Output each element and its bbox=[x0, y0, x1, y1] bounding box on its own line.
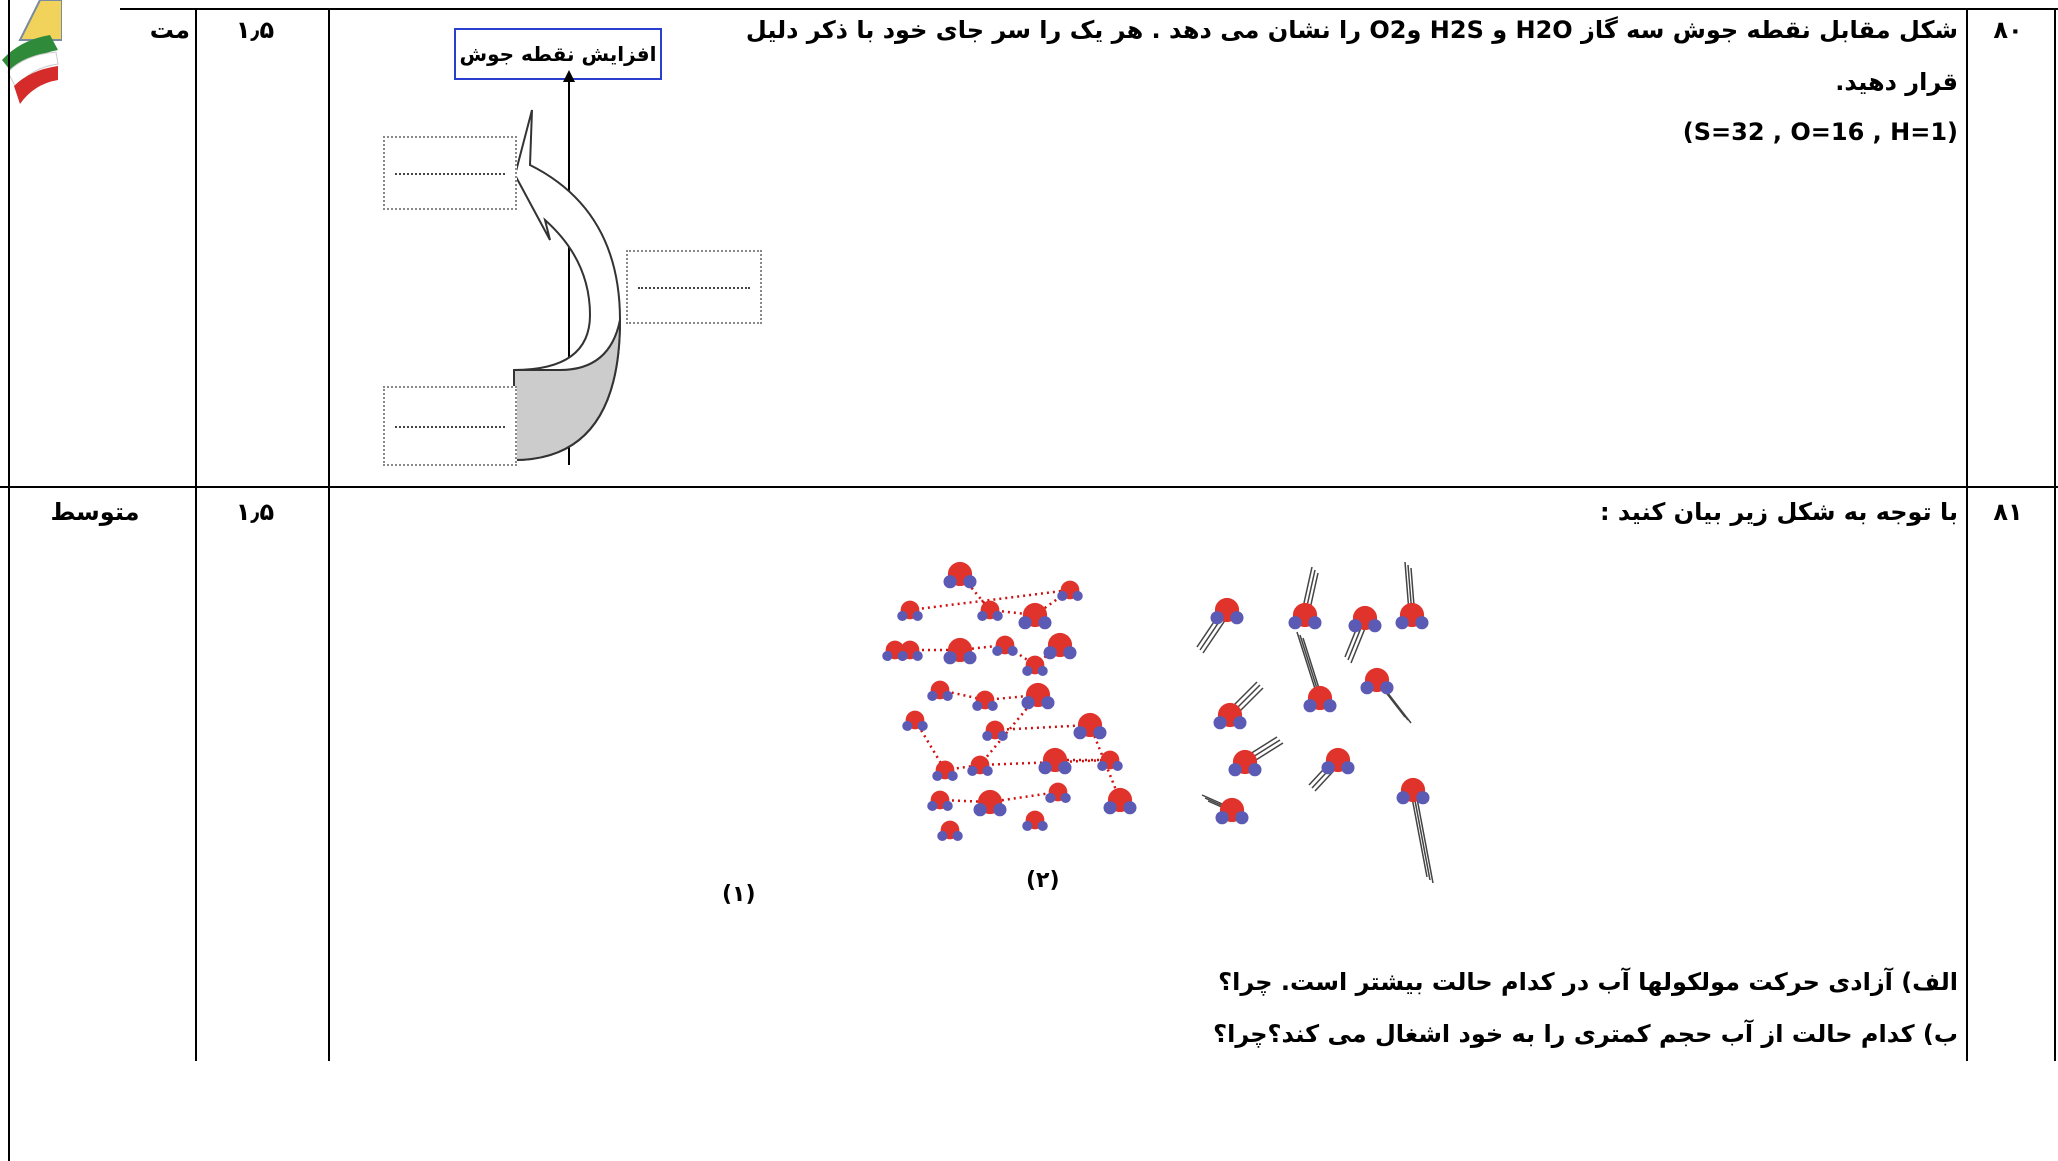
water-molecule bbox=[1210, 597, 1244, 625]
hydrogen-bond bbox=[939, 798, 991, 804]
motion-trail bbox=[1415, 792, 1434, 884]
answer-blank-box[interactable] bbox=[383, 386, 517, 466]
school-logo-icon bbox=[2, 0, 62, 108]
water-molecule bbox=[972, 690, 998, 712]
water-molecule bbox=[1288, 602, 1322, 630]
water-molecule bbox=[1395, 602, 1429, 630]
water-molecule bbox=[1057, 580, 1083, 602]
boiling-point-diagram bbox=[513, 70, 622, 465]
water-molecule bbox=[1022, 655, 1048, 677]
question-number: ۸۰ bbox=[1993, 16, 2023, 44]
table-top-border bbox=[120, 8, 2058, 10]
water-molecule bbox=[1215, 797, 1249, 825]
row-divider bbox=[0, 486, 2058, 488]
boiling-point-axis-label: افزایش نقطه جوش bbox=[454, 28, 662, 80]
difficulty-level: متوسط bbox=[50, 498, 140, 526]
sub-question-b: ب) کدام حالت از آب حجم کمتری را به خود ا… bbox=[1213, 1020, 1958, 1048]
hydrogen-bond bbox=[913, 719, 947, 771]
water-molecule bbox=[882, 640, 908, 662]
difficulty-level: مت bbox=[149, 16, 190, 44]
water-molecule bbox=[1360, 667, 1394, 695]
question-score: ۱٫۵ bbox=[235, 16, 275, 44]
water-molecule bbox=[992, 635, 1018, 657]
water-molecule bbox=[982, 720, 1008, 742]
water-molecule bbox=[927, 790, 953, 812]
answer-blank-box[interactable] bbox=[626, 250, 762, 324]
water-states-figure bbox=[882, 561, 1434, 884]
sub-question-a: الف) آزادی حرکت مولکولها آب در کدام حالت… bbox=[1218, 968, 1958, 996]
water-molecule bbox=[927, 680, 953, 702]
water-molecule bbox=[932, 760, 958, 782]
water-molecule bbox=[1213, 702, 1247, 730]
water-molecule bbox=[1021, 682, 1055, 710]
water-molecule bbox=[1018, 602, 1052, 630]
water-molecule bbox=[1097, 750, 1123, 772]
water-molecule bbox=[1228, 749, 1262, 777]
water-molecule bbox=[937, 820, 963, 842]
question-text-line: شکل مقابل نقطه جوش سه گاز H2O و H2S وO2 … bbox=[745, 16, 1958, 44]
water-molecule bbox=[1038, 747, 1072, 775]
water-molecule bbox=[973, 789, 1007, 817]
water-molecule bbox=[943, 561, 977, 589]
figure-label-1: (۱) bbox=[722, 882, 756, 907]
motion-trail bbox=[1296, 631, 1318, 696]
water-molecule bbox=[977, 600, 1003, 622]
water-molecule bbox=[1043, 632, 1077, 660]
water-molecule bbox=[1321, 747, 1355, 775]
hydrogen-bond bbox=[994, 723, 1091, 732]
figure-label-2: (۲) bbox=[1026, 868, 1060, 893]
water-molecule bbox=[1396, 777, 1430, 805]
water-molecule bbox=[1303, 685, 1337, 713]
water-molecule bbox=[1348, 605, 1382, 633]
question-text-line: با توجه به شکل زیر بیان کنید : bbox=[1599, 498, 1958, 526]
water-molecule bbox=[967, 755, 993, 777]
table-right-border bbox=[2054, 8, 2056, 1061]
water-molecule bbox=[1045, 782, 1071, 804]
hydrogen-bond bbox=[1088, 724, 1122, 801]
column-divider-question bbox=[1966, 8, 1968, 1061]
water-molecule bbox=[1103, 787, 1137, 815]
hydrogen-bond bbox=[979, 758, 1111, 767]
column-divider-score bbox=[328, 8, 330, 1061]
water-molecule bbox=[897, 600, 923, 622]
water-molecule bbox=[902, 710, 928, 732]
table-left-border bbox=[8, 108, 10, 1161]
water-molecule bbox=[943, 637, 977, 665]
question-text-line: قرار دهید. bbox=[1835, 68, 1958, 96]
question-number: ۸۱ bbox=[1993, 498, 2023, 526]
answer-blank-box[interactable] bbox=[383, 136, 517, 210]
water-molecule bbox=[1073, 712, 1107, 740]
atomic-masses: (S=32 , O=16 , H=1) bbox=[1682, 118, 1958, 146]
column-divider-level bbox=[195, 8, 197, 1061]
question-score: ۱٫۵ bbox=[235, 498, 275, 526]
motion-trail bbox=[1412, 789, 1431, 881]
water-molecule bbox=[1022, 810, 1048, 832]
